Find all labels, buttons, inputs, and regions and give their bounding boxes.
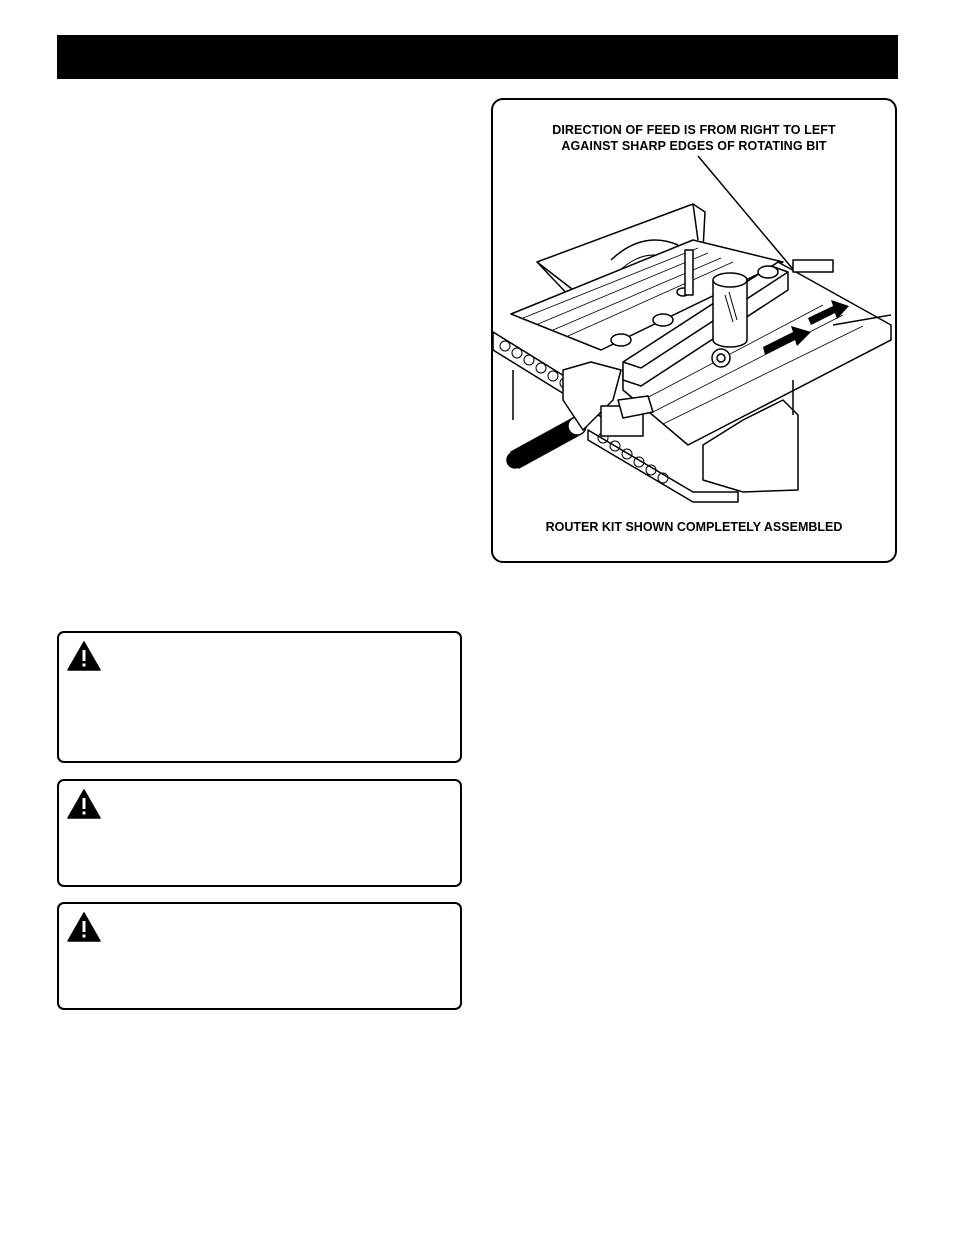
- warning-box-3: [57, 902, 462, 1010]
- header-bar: [57, 35, 898, 79]
- fence-knob: [757, 265, 779, 279]
- feed-direction-caption-line2: AGAINST SHARP EDGES OF ROTATING BIT: [561, 139, 827, 153]
- feed-arrow-icon: [808, 300, 849, 325]
- fence-knob: [610, 333, 632, 347]
- warning-triangle-icon: [67, 912, 101, 942]
- warning-box-1: [57, 631, 462, 763]
- fence-knob: [652, 313, 674, 327]
- front-rail: [587, 429, 739, 503]
- warning-triangle-icon: [67, 641, 101, 671]
- router-kit-figure: DIRECTION OF FEED IS FROM RIGHT TO LEFT …: [491, 98, 897, 563]
- router-table-top: [622, 261, 892, 446]
- feed-direction-caption: DIRECTION OF FEED IS FROM RIGHT TO LEFT …: [493, 122, 895, 154]
- warning-triangle-icon: [67, 789, 101, 819]
- saw-table: [510, 239, 784, 351]
- miter-gauge-handle: [506, 416, 587, 469]
- router-table-illustration: [493, 155, 892, 503]
- assembled-caption: ROUTER KIT SHOWN COMPLETELY ASSEMBLED: [545, 520, 843, 534]
- feed-arrow-icon: [763, 326, 811, 355]
- feed-direction-caption-line1: DIRECTION OF FEED IS FROM RIGHT TO LEFT: [552, 123, 836, 137]
- warning-box-2: [57, 779, 462, 887]
